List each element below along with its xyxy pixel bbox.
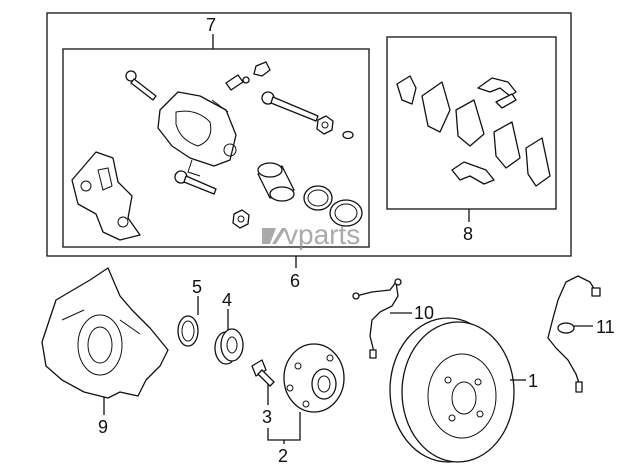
callout-8: 8 [463,224,473,244]
callout-9: 9 [98,417,108,437]
callout-3: 3 [262,407,272,427]
dust-shield [41,267,169,399]
pad-clip-left [396,75,417,105]
wheel-bearing [214,328,244,365]
shim-upper [477,77,517,109]
brake-disc [389,317,515,463]
bleeder-cap [253,61,271,77]
callout-4: 4 [222,290,232,310]
leader-2 [267,412,301,441]
watermark: vparts [262,219,360,250]
caliper-kit-outer-frame [46,12,572,257]
caliper-piston [257,162,295,202]
caliper-nut-lower [232,209,250,229]
abs-sensor [547,275,601,393]
caliper-bracket [71,151,141,241]
shim-lower [451,161,495,185]
callout-1: 1 [528,371,538,391]
callout-5: 5 [192,277,202,297]
caliper-bolt-lower [174,170,217,195]
wheel-hub [283,343,345,413]
small-cap [342,130,354,140]
brake-pad-inner [455,99,485,147]
brake-pad-right [525,137,551,187]
watermark-logo-icon [262,228,286,244]
piston-seal [303,185,333,211]
callout-7: 7 [206,15,216,35]
brake-pad-outer-left [421,81,451,133]
guide-pin-bolt-upper [125,70,157,101]
caliper-bolt-right [261,91,319,122]
callout-11: 11 [596,317,615,337]
bleeder-screw [225,74,250,91]
callout-6: 6 [290,271,300,291]
caliper-body [157,91,237,177]
watermark-text: vparts [284,219,360,250]
dust-boot [329,199,363,227]
caliper-group-box [62,48,370,248]
callout-10: 10 [414,303,434,323]
caliper-nut-right [316,115,334,135]
hub-bolt [251,359,275,387]
brake-pad-outer [493,121,521,169]
callout-2: 2 [278,446,288,466]
brake-hose [352,278,402,359]
pad-group-box [386,36,557,210]
snap-ring [177,315,199,347]
